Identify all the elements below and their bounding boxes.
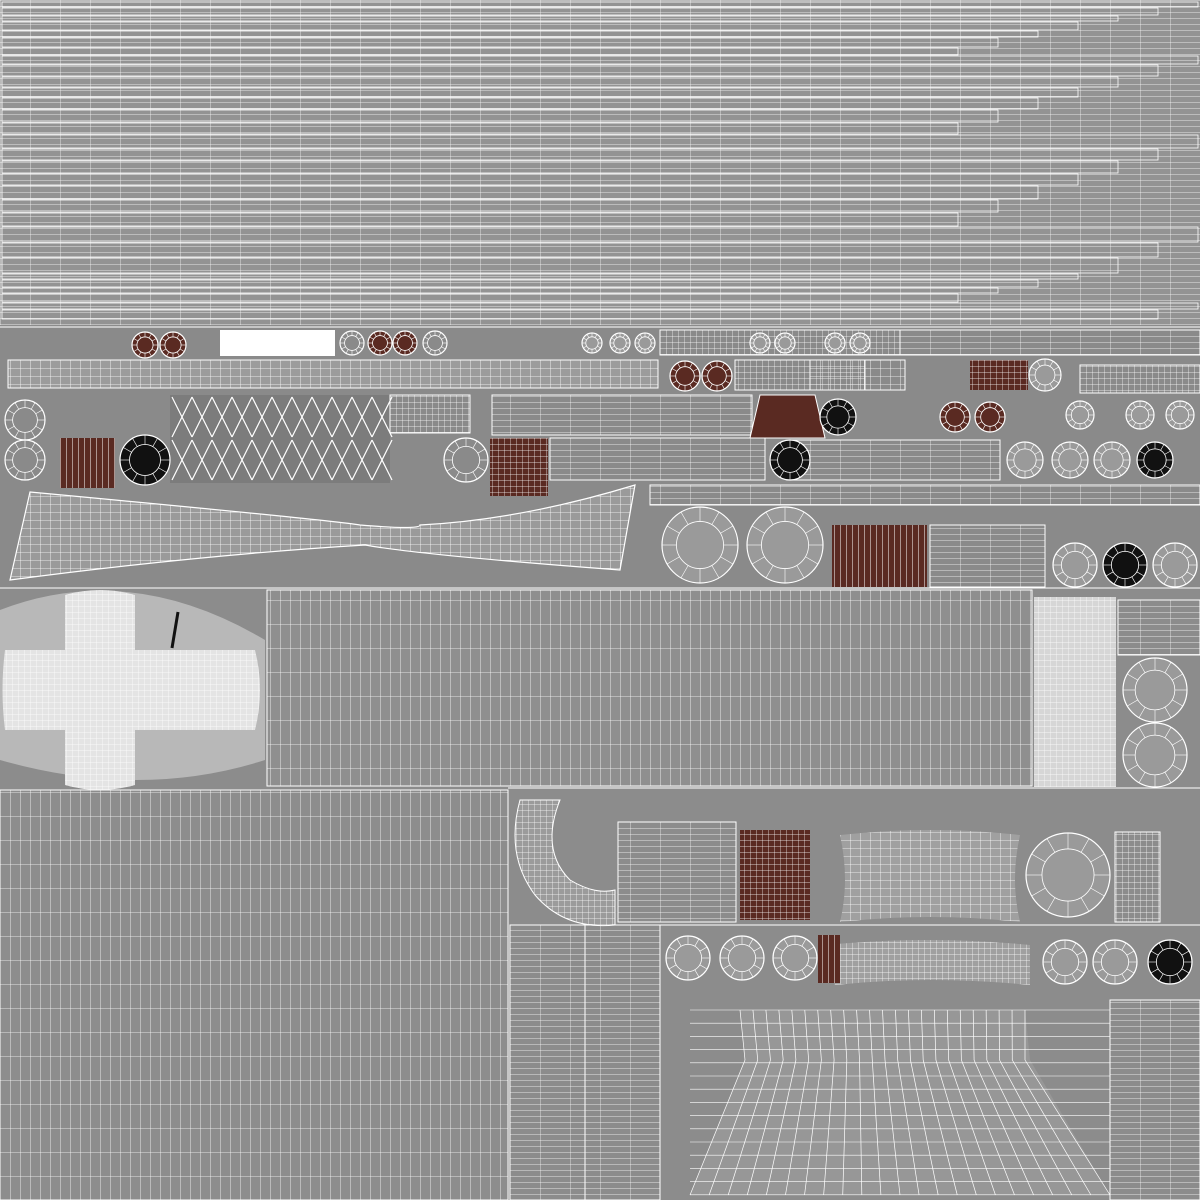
disc-shell	[1052, 542, 1098, 588]
disc-shell	[581, 332, 603, 354]
strip-row	[1, 185, 1039, 200]
strip-row	[1, 15, 1119, 22]
strip-row	[1, 199, 999, 213]
disc-shell	[774, 332, 796, 354]
strip-row	[1, 64, 1159, 77]
strip-row	[1, 97, 1039, 110]
stretched-leg-shell	[9, 484, 636, 581]
disc-shell	[367, 330, 393, 356]
strip-row	[1, 212, 959, 227]
disc-shell	[1093, 441, 1131, 479]
cross-shell	[0, 590, 265, 790]
disc-shell	[4, 399, 46, 441]
disc-shell	[392, 330, 418, 356]
disc-shell	[769, 439, 811, 481]
strip-row	[1, 226, 1199, 243]
strip-row	[1, 7, 1159, 16]
lattice-shell	[170, 395, 393, 483]
maroon-bell-shell	[749, 394, 826, 439]
disc-shell	[1122, 722, 1188, 788]
strip-row	[1, 47, 959, 56]
trapezoid-floor-shell	[689, 1009, 1111, 1196]
disc-shell	[819, 398, 857, 436]
strip-row	[1, 1, 1199, 8]
strip-row	[1, 160, 1119, 174]
disc-shell	[119, 434, 171, 486]
strip-row	[1, 309, 1159, 320]
disc-shell	[159, 331, 187, 359]
strip-row	[1, 134, 1199, 149]
strip-row	[1, 302, 1199, 310]
disc-shell	[849, 332, 871, 354]
disc-shell	[1028, 358, 1062, 392]
disc-shell	[1042, 939, 1088, 985]
disc-shell	[1125, 400, 1155, 430]
disc-shell	[939, 401, 971, 433]
disc-shell	[422, 330, 448, 356]
strip-row-lines	[1, 1, 1199, 320]
disc-shell	[772, 935, 818, 981]
disc-shell	[1165, 400, 1195, 430]
disc-shell	[824, 332, 846, 354]
strip-row	[1, 293, 959, 303]
strip-row	[1, 76, 1119, 88]
disc-shell	[669, 360, 701, 392]
disc-shell	[1122, 657, 1188, 723]
disc-shell	[131, 331, 159, 359]
strip-row	[1, 55, 1199, 65]
strip-row	[1, 148, 1159, 161]
large-grid-panel	[266, 589, 1200, 787]
disc-shell	[634, 332, 656, 354]
disc-shell	[1102, 542, 1148, 588]
disc-shell	[1136, 441, 1174, 479]
panel-dividers	[0, 326, 1200, 926]
strip-row	[1, 109, 999, 123]
strip-row	[1, 122, 959, 135]
lower-left-grid-panel	[0, 789, 509, 1200]
strip-row	[1, 242, 1159, 258]
strip-row	[1, 173, 1079, 186]
disc-shell	[746, 506, 824, 584]
strip-row	[1, 21, 1079, 31]
disc-shell	[661, 506, 739, 584]
strip-row	[1, 287, 999, 294]
disc-shell	[1051, 441, 1089, 479]
disc-shell	[1147, 939, 1193, 985]
blank-tile	[220, 330, 335, 356]
disc-shell	[1025, 832, 1111, 918]
arc-shell	[514, 799, 616, 927]
strip-row	[1, 30, 1039, 38]
disc-shell	[443, 437, 489, 483]
disc-shell	[609, 332, 631, 354]
disc-shell	[4, 439, 46, 481]
lower-mid-columns	[509, 821, 1200, 1200]
strip-row	[1, 273, 1079, 280]
disc-shell	[665, 935, 711, 981]
disc-shell	[719, 935, 765, 981]
strip-row	[1, 37, 999, 48]
disc-shell	[1065, 400, 1095, 430]
circular-shells	[4, 330, 1198, 985]
disc-shell	[701, 360, 733, 392]
strip-row	[1, 279, 1039, 288]
disc-shell	[1092, 939, 1138, 985]
disc-shell	[339, 330, 365, 356]
disc-shell	[1006, 441, 1044, 479]
top-strip-band	[0, 0, 1200, 325]
disc-shell	[974, 401, 1006, 433]
disc-shell	[1152, 542, 1198, 588]
disc-shell	[749, 332, 771, 354]
strip-row	[1, 87, 1079, 98]
strip-row	[1, 257, 1119, 274]
